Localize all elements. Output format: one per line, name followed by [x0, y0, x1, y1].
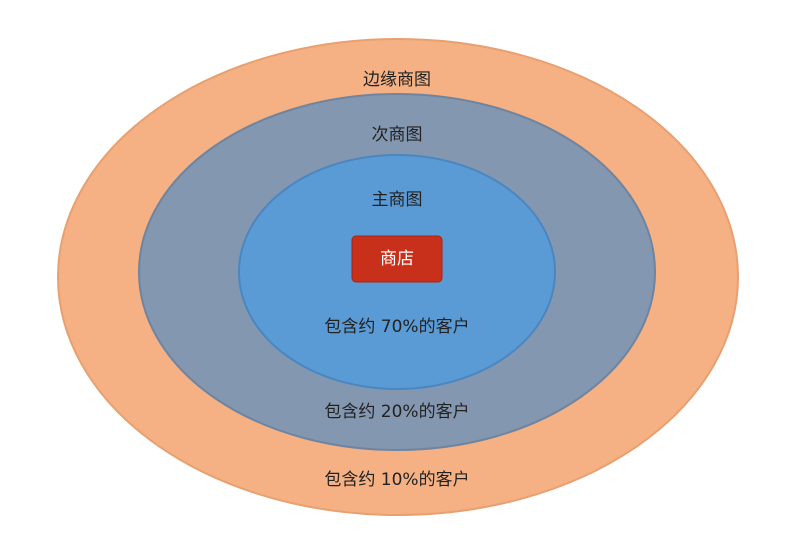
- inner-ring-share: 包含约 70%的客户: [324, 317, 469, 337]
- store-label: 商店: [380, 249, 414, 269]
- inner-ring-name: 主商图: [372, 190, 423, 210]
- outer-ring-name: 边缘商图: [363, 70, 431, 90]
- store-box: [351, 235, 443, 283]
- middle-ring-name: 次商图: [372, 125, 423, 145]
- outer-ring-share: 包含约 10%的客户: [324, 470, 469, 490]
- middle-ring-share: 包含约 20%的客户: [324, 402, 469, 422]
